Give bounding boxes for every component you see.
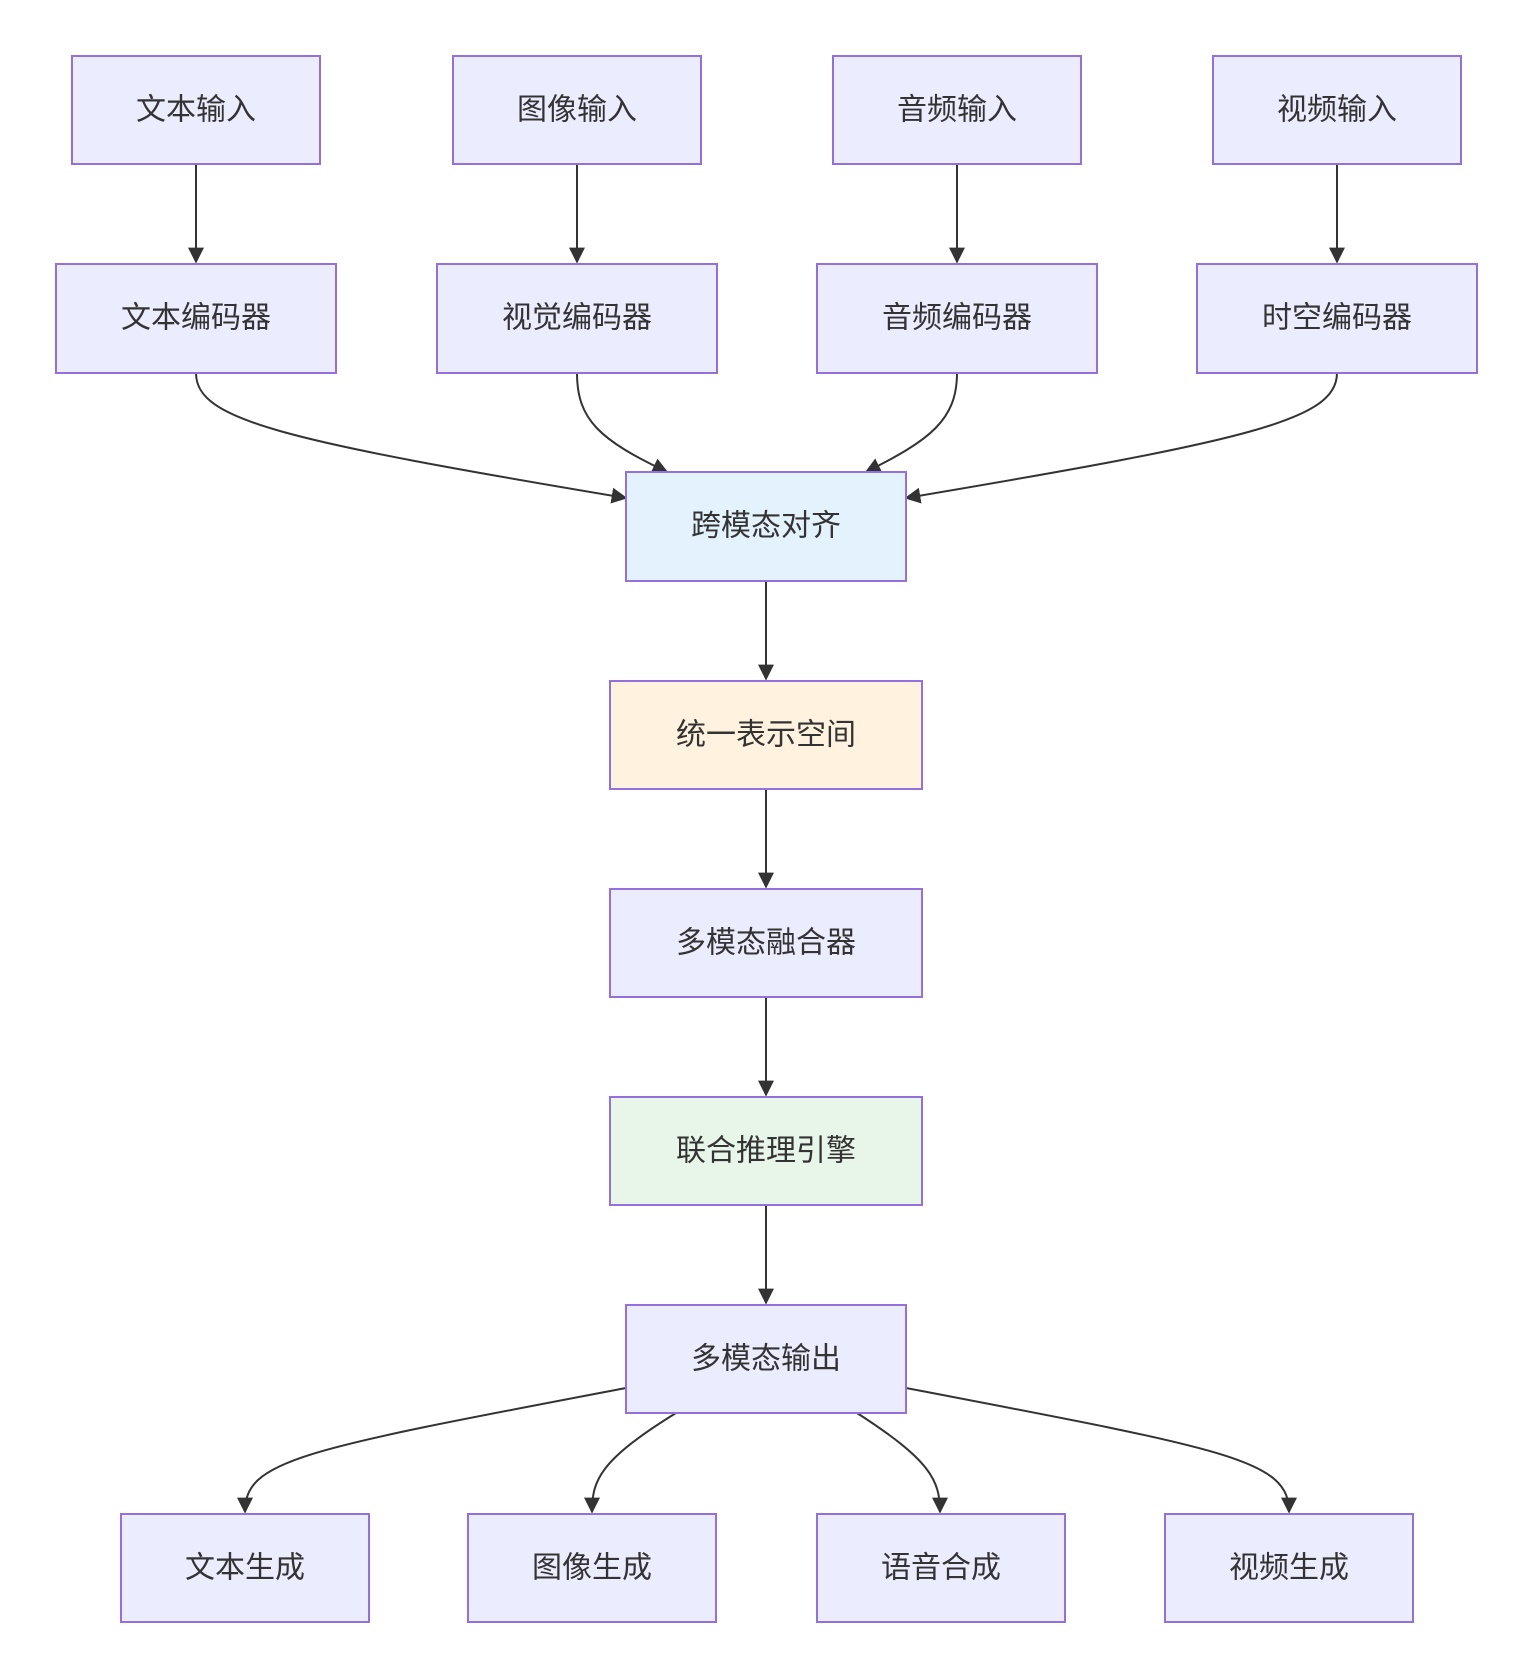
node-image-input[interactable]: 图像输入: [452, 55, 702, 165]
node-text-encoder[interactable]: 文本编码器: [55, 263, 337, 374]
node-video-input[interactable]: 视频输入: [1212, 55, 1462, 165]
edge-output-to-text-generation: [237, 1387, 627, 1514]
node-vision-encoder[interactable]: 视觉编码器: [436, 263, 718, 374]
node-video-input-label: 视频输入: [1277, 93, 1397, 128]
edges: [188, 164, 1345, 1514]
node-audio-input[interactable]: 音频输入: [832, 55, 1082, 165]
edge-audio-encoder-to-alignment: [864, 372, 958, 473]
node-text-input[interactable]: 文本输入: [71, 55, 321, 165]
node-text-generation[interactable]: 文本生成: [120, 1513, 370, 1623]
node-image-input-label: 图像输入: [517, 93, 637, 128]
nodes: 文本输入 图像输入 音频输入 视频输入 文本编码器 视觉编码器 音频编码器: [55, 55, 1478, 1623]
edge-spatiotemporal-encoder-to-alignment: [904, 372, 1338, 504]
node-text-input-label: 文本输入: [136, 93, 256, 128]
node-multimodal-output[interactable]: 多模态输出: [625, 1304, 907, 1414]
node-spatiotemporal-encoder-label: 时空编码器: [1262, 301, 1412, 336]
node-text-encoder-label: 文本编码器: [121, 301, 271, 336]
node-speech-synthesis-label: 语音合成: [881, 1551, 1001, 1586]
node-joint-reasoning-label: 联合推理引擎: [676, 1134, 856, 1169]
node-video-generation[interactable]: 视频生成: [1164, 1513, 1414, 1623]
node-unified-space[interactable]: 统一表示空间: [609, 680, 923, 790]
node-speech-synthesis[interactable]: 语音合成: [816, 1513, 1066, 1623]
node-video-generation-label: 视频生成: [1229, 1551, 1349, 1586]
node-multimodal-output-label: 多模态输出: [691, 1342, 841, 1377]
node-cross-modal-alignment-label: 跨模态对齐: [691, 509, 841, 544]
node-multimodal-fuser-label: 多模态融合器: [676, 926, 856, 961]
edge-vision-encoder-to-alignment: [576, 372, 669, 474]
node-vision-encoder-label: 视觉编码器: [502, 301, 652, 336]
node-multimodal-fuser[interactable]: 多模态融合器: [609, 888, 923, 998]
node-image-generation-label: 图像生成: [532, 1551, 652, 1586]
node-image-generation[interactable]: 图像生成: [467, 1513, 717, 1623]
edge-output-to-image-generation: [584, 1412, 677, 1514]
node-unified-space-label: 统一表示空间: [676, 718, 856, 753]
node-spatiotemporal-encoder[interactable]: 时空编码器: [1196, 263, 1478, 374]
node-audio-encoder[interactable]: 音频编码器: [816, 263, 1098, 374]
node-cross-modal-alignment[interactable]: 跨模态对齐: [625, 471, 907, 582]
node-joint-reasoning[interactable]: 联合推理引擎: [609, 1096, 923, 1206]
edge-text-encoder-to-alignment: [195, 372, 628, 504]
node-audio-input-label: 音频输入: [897, 93, 1017, 128]
node-text-generation-label: 文本生成: [185, 1551, 305, 1586]
node-audio-encoder-label: 音频编码器: [882, 301, 1032, 336]
edge-output-to-video-generation: [905, 1387, 1297, 1514]
edge-output-to-speech-synthesis: [856, 1412, 948, 1514]
